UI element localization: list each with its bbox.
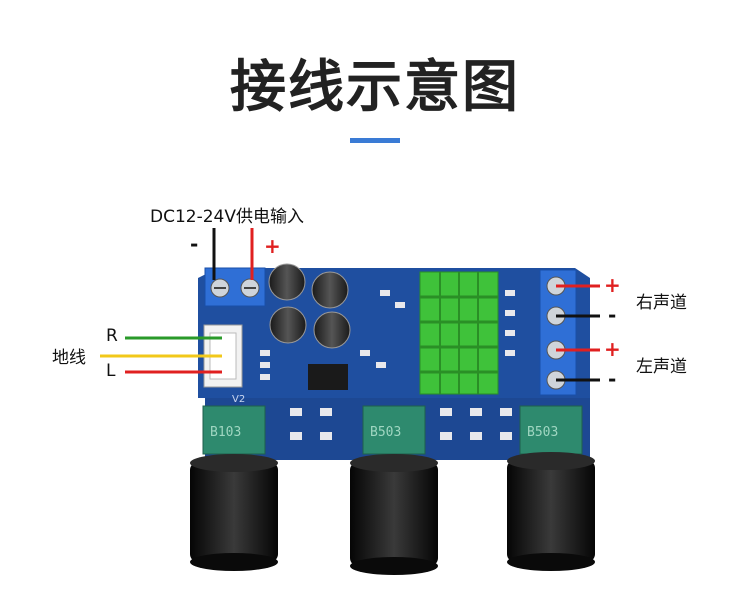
heatsink [419, 271, 499, 395]
title-underline [350, 138, 400, 143]
output-right-plus-symbol: + [604, 273, 621, 297]
page-title: 接线示意图 [230, 55, 520, 120]
power-input-label: DC12-24V供电输入 [150, 207, 304, 227]
smd-components [260, 290, 515, 440]
knob-right [507, 452, 595, 571]
ground-label: 地线 [52, 348, 86, 368]
output-left-plus-symbol: + [604, 337, 621, 361]
output-terminal-block [539, 269, 577, 396]
knob-middle [350, 454, 438, 575]
power-minus-symbol: - [190, 232, 199, 256]
potentiometer-left: B103 [202, 405, 266, 455]
power-plus-symbol: + [264, 234, 281, 258]
silkscreen-label: V2 [232, 394, 245, 405]
input-r-label: R [106, 326, 118, 346]
pot-label-left: B103 [210, 425, 241, 440]
output-left-minus-symbol: - [608, 367, 617, 391]
right-channel-label: 右声道 [636, 293, 687, 313]
left-channel-label: 左声道 [636, 357, 687, 377]
output-right-minus-symbol: - [608, 303, 617, 327]
potentiometer-middle: B503 [362, 405, 426, 455]
power-terminal-block [204, 267, 266, 307]
input-l-label: L [106, 361, 116, 381]
capacitors [268, 263, 351, 349]
potentiometer-right: B503 [519, 405, 583, 455]
ic-chip [308, 364, 348, 390]
knob-left [190, 454, 278, 571]
pot-label-middle: B503 [370, 425, 401, 440]
pot-label-right: B503 [527, 425, 558, 440]
